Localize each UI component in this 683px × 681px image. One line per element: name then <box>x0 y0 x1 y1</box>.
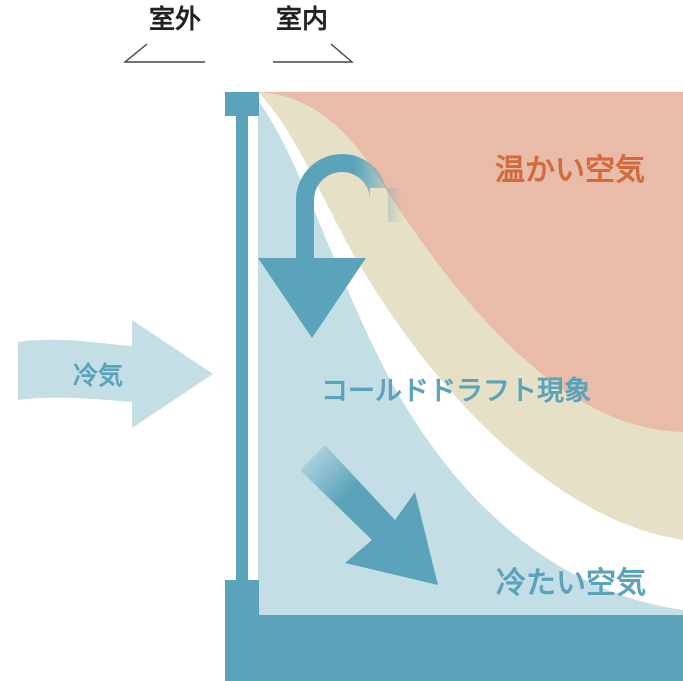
outdoor-bracket <box>123 43 205 63</box>
transition-band <box>258 92 683 540</box>
outdoor-label: 室外 <box>149 4 201 35</box>
warm-air-region <box>258 92 683 432</box>
wall-post <box>236 116 248 580</box>
phenomenon-label: コールドドラフト現象 <box>321 375 591 407</box>
indoor-label: 室内 <box>276 4 328 35</box>
warm-air-label: 温かい空気 <box>495 153 645 188</box>
cold-wind-label: 冷気 <box>73 361 123 390</box>
spreading-arrow <box>300 445 438 585</box>
cold-air-label: 冷たい空気 <box>496 566 646 601</box>
wall-bottom-block <box>225 580 259 616</box>
cold-wind-arrow <box>18 320 213 428</box>
wall-top-block <box>225 92 259 116</box>
cold-air-region <box>258 100 683 615</box>
floor-slab <box>225 615 683 681</box>
downdraft-hook-arrow-head <box>258 258 366 338</box>
indoor-bracket <box>273 43 354 63</box>
downdraft-hook-arrow <box>296 154 402 258</box>
